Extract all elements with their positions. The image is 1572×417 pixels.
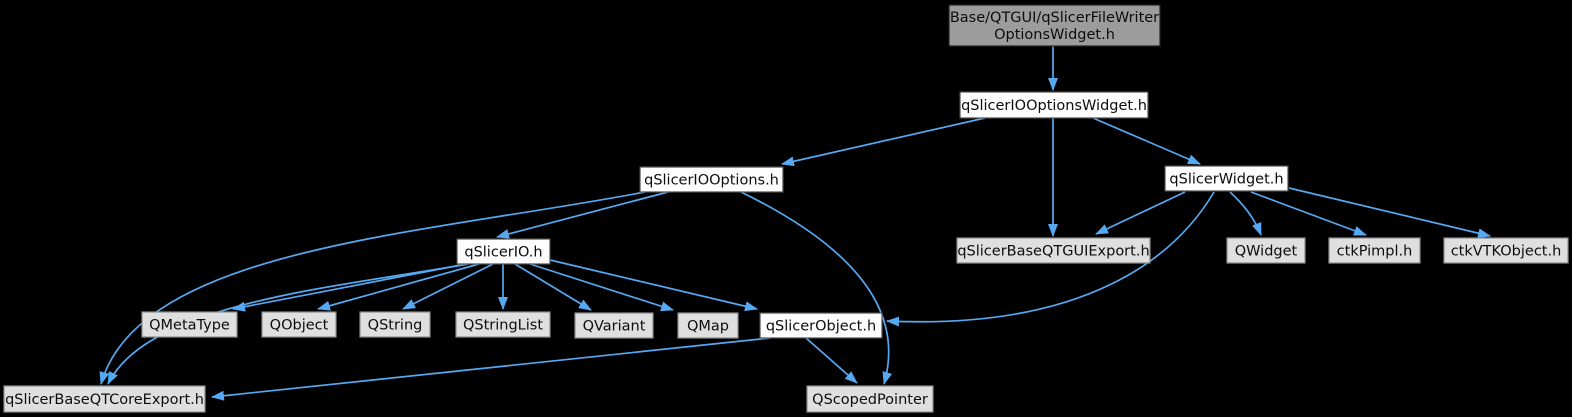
node-label: qSlicerObject.h — [766, 319, 876, 335]
node-qsliceriooptions[interactable]: qSlicerIOOptions.h — [639, 166, 784, 193]
node-box — [455, 311, 551, 338]
node-box — [1226, 237, 1306, 264]
node-qmap[interactable]: QMap — [677, 312, 739, 339]
node-label: qSlicerIO.h — [464, 245, 542, 261]
node-qslicerio[interactable]: qSlicerIO.h — [456, 238, 551, 265]
node-box — [141, 311, 238, 338]
edges-layer — [99, 46, 1491, 401]
node-label: qSlicerIOOptionsWidget.h — [961, 98, 1147, 114]
node-label: QWidget — [1235, 244, 1298, 260]
node-qslicerwidget[interactable]: qSlicerWidget.h — [1164, 165, 1289, 192]
edge-qslicerio--qslicerbaseqtcoreexport — [107, 263, 469, 385]
node-box — [677, 312, 739, 339]
edge-qsliceriooptions--qslicerbaseqtcoreexport — [99, 191, 646, 385]
node-qobject[interactable]: QObject — [261, 311, 337, 338]
node-box — [1328, 237, 1421, 264]
node-ctkpimpl[interactable]: ctkPimpl.h — [1328, 237, 1421, 264]
edge-qsliceriooptionswidget--qsliceriooptions — [781, 117, 986, 167]
node-label: qSlicerBaseQTGUIExport.h — [957, 244, 1149, 260]
node-label: ctkPimpl.h — [1337, 244, 1413, 260]
node-box — [948, 4, 1161, 47]
edge-qslicerio--qobject — [317, 263, 480, 311]
node-label: QObject — [270, 318, 329, 334]
edge-qslicerio--qmap — [529, 263, 674, 312]
edge-qslicerobject--qslicerbaseqtcoreexport — [211, 337, 771, 401]
node-label: QVariant — [583, 319, 646, 335]
edge-qslicerwidget--ctkvtkobject — [1288, 187, 1491, 239]
node-label: QStringList — [463, 318, 543, 334]
edge-qslicerio--qmetatype — [232, 263, 467, 312]
node-qwidget[interactable]: QWidget — [1226, 237, 1306, 264]
node-label: QMetaType — [149, 318, 230, 334]
edge-qslicerwidget--qslicerobject — [886, 191, 1215, 327]
edge-qslicerio--qstring — [402, 263, 494, 310]
edge-qslicerio--qslicerobject — [549, 259, 758, 312]
node-label: QScopedPointer — [812, 392, 928, 408]
node-ctkvtkobject[interactable]: ctkVTKObject.h — [1443, 237, 1569, 264]
node-label: qSlicerIOOptions.h — [644, 173, 779, 189]
node-qsliceriooptionswidget[interactable]: qSlicerIOOptionsWidget.h — [959, 91, 1149, 119]
node-qscopedpointer[interactable]: QScopedPointer — [806, 385, 934, 413]
node-box — [1164, 165, 1289, 192]
node-box — [956, 237, 1151, 264]
edge-qslicerio--qvariant — [514, 263, 592, 311]
edge-qslicerwidget--qwidget — [1229, 191, 1262, 236]
edge-qsliceriooptionswidget--qslicerwidget — [1092, 117, 1201, 165]
node-box — [1443, 237, 1569, 264]
edge-qsliceriooptions--qscopedpointer — [740, 191, 893, 385]
node-qmetatype[interactable]: QMetaType — [141, 311, 238, 338]
node-label: QMap — [687, 319, 729, 335]
node-qslicerbaseqtguiexport[interactable]: qSlicerBaseQTGUIExport.h — [956, 237, 1151, 264]
node-qvariant[interactable]: QVariant — [574, 312, 654, 339]
node-label: qSlicerWidget.h — [1169, 172, 1283, 188]
edge-qslicerwidget--qslicerbaseqtguiexport — [1095, 191, 1186, 235]
node-box — [806, 385, 934, 413]
edge-qslicerwidget--ctkpimpl — [1250, 191, 1367, 236]
node-box — [959, 91, 1149, 119]
node-box — [574, 312, 654, 339]
edge-qsliceriooptions--qslicerio — [496, 191, 669, 239]
node-box — [759, 312, 883, 339]
node-box — [3, 385, 206, 413]
node-label: ctkVTKObject.h — [1451, 244, 1562, 260]
node-box — [359, 311, 431, 338]
node-label: QString — [368, 318, 423, 334]
node-label: qSlicerBaseQTCoreExport.h — [5, 392, 204, 408]
node-qstring[interactable]: QString — [359, 311, 431, 338]
node-qslicerobject[interactable]: qSlicerObject.h — [759, 312, 883, 339]
node-box — [456, 238, 551, 265]
node-box — [261, 311, 337, 338]
edge-qslicerobject--qscopedpointer — [805, 337, 858, 384]
node-box — [639, 166, 784, 193]
node-qstringlist[interactable]: QStringList — [455, 311, 551, 338]
node-qslicerbaseqtcoreexport[interactable]: qSlicerBaseQTCoreExport.h — [3, 385, 206, 413]
